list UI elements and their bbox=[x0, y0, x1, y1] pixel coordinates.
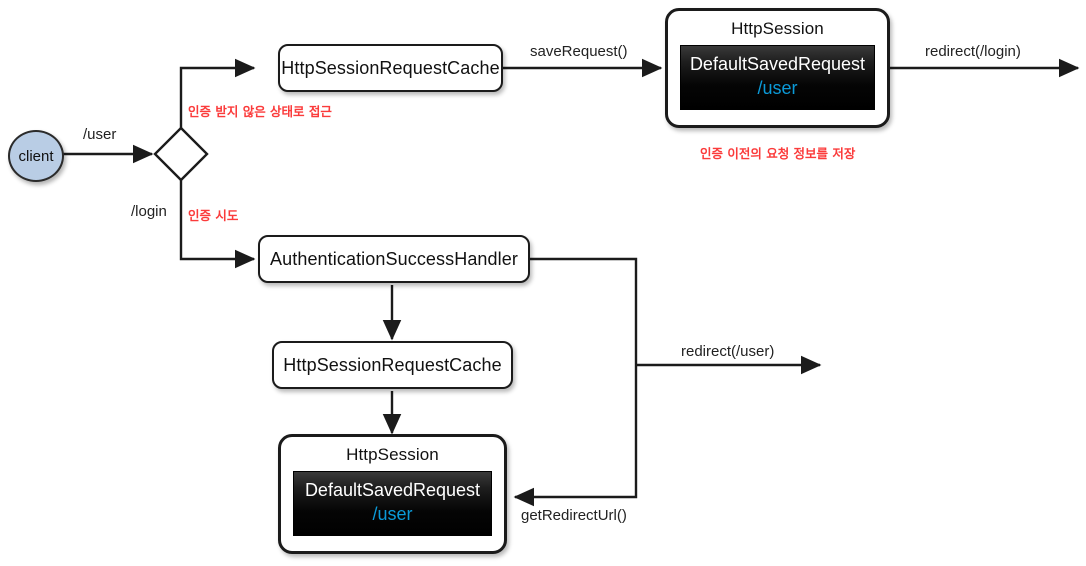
label-save-request-note: 인증 이전의 요청 정보를 저장 bbox=[700, 146, 856, 161]
label-login-path: /login bbox=[131, 203, 167, 220]
saved-request-class: DefaultSavedRequest bbox=[304, 480, 481, 500]
label-redirect-login: redirect(/login) bbox=[925, 43, 1021, 60]
edge-handler-to-session-bottom bbox=[513, 257, 638, 507]
saved-request-path: /user bbox=[372, 503, 413, 524]
node-http-session-top[interactable]: HttpSession DefaultSavedRequest /user bbox=[665, 8, 890, 128]
label-redirect-user: redirect(/user) bbox=[681, 343, 775, 360]
node-label: HttpSessionRequestCache bbox=[281, 57, 500, 78]
node-label: AuthenticationSuccessHandler bbox=[270, 248, 518, 269]
label-auth-attempt: 인증 시도 bbox=[188, 208, 239, 223]
node-title: HttpSession bbox=[346, 445, 439, 464]
saved-request-class: DefaultSavedRequest bbox=[689, 54, 866, 74]
default-saved-request-box-top: DefaultSavedRequest /user bbox=[680, 45, 875, 110]
default-saved-request-box-bottom: DefaultSavedRequest /user bbox=[293, 471, 492, 536]
label-get-redirect-url: getRedirectUrl() bbox=[521, 507, 627, 524]
label-unauthenticated-access: 인증 받지 않은 상태로 접근 bbox=[188, 104, 332, 119]
node-title: HttpSession bbox=[731, 19, 824, 38]
decision-diamond bbox=[153, 126, 209, 182]
node-label: HttpSessionRequestCache bbox=[283, 354, 502, 375]
node-client[interactable]: client bbox=[8, 130, 64, 182]
label-save-request: saveRequest() bbox=[530, 43, 628, 60]
node-http-session-request-cache-top[interactable]: HttpSessionRequestCache bbox=[278, 44, 503, 92]
node-http-session-request-cache-bottom[interactable]: HttpSessionRequestCache bbox=[272, 341, 513, 389]
node-authentication-success-handler[interactable]: AuthenticationSuccessHandler bbox=[258, 235, 530, 283]
node-http-session-bottom[interactable]: HttpSession DefaultSavedRequest /user bbox=[278, 434, 507, 554]
label-client-to-decision: /user bbox=[83, 126, 117, 143]
node-client-label: client bbox=[18, 147, 54, 165]
saved-request-path: /user bbox=[757, 77, 798, 98]
